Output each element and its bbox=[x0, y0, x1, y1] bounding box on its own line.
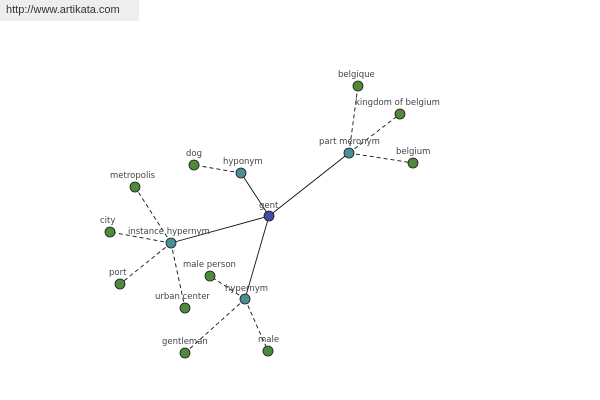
label-part-meronym: part meronym bbox=[319, 137, 380, 147]
edge-hypernym-male bbox=[244, 298, 269, 352]
edge-hyponym-dog bbox=[193, 164, 242, 174]
label-port: port bbox=[109, 268, 127, 278]
label-metropolis: metropolis bbox=[110, 171, 156, 181]
label-urban-center: urban center bbox=[155, 292, 210, 302]
node-metropolis[interactable] bbox=[129, 181, 141, 193]
label-gent: gent bbox=[259, 201, 279, 211]
node-dog[interactable] bbox=[188, 159, 200, 171]
node-city[interactable] bbox=[104, 226, 116, 238]
edge-part-meronym-kingdom-of-belgium bbox=[348, 113, 401, 154]
edge-part-meronym-belgium bbox=[348, 152, 414, 164]
label-kingdom-of-belgium: kingdom of belgium bbox=[355, 98, 440, 108]
source-url[interactable]: http://www.artikata.com bbox=[0, 0, 139, 21]
node-belgique[interactable] bbox=[352, 80, 364, 92]
label-dog: dog bbox=[186, 149, 202, 159]
edge-gent-hyponym bbox=[240, 172, 270, 217]
node-hyponym[interactable] bbox=[235, 167, 247, 179]
node-port[interactable] bbox=[114, 278, 126, 290]
node-gentleman[interactable] bbox=[179, 347, 191, 359]
node-instance-hypernym[interactable] bbox=[165, 237, 177, 249]
node-layer bbox=[104, 80, 419, 359]
node-hypernym[interactable] bbox=[239, 293, 251, 305]
label-city: city bbox=[100, 216, 115, 226]
label-male: male bbox=[258, 335, 279, 345]
node-gent[interactable] bbox=[263, 210, 275, 222]
label-male-person: male person bbox=[183, 260, 236, 270]
label-instance-hypernym: instance hypernym bbox=[128, 227, 210, 237]
edge-layer bbox=[109, 85, 414, 354]
edge-gent-part-meronym bbox=[268, 152, 350, 217]
node-part-meronym[interactable] bbox=[343, 147, 355, 159]
label-hypernym: hypernym bbox=[225, 284, 268, 294]
label-belgique: belgique bbox=[338, 70, 375, 80]
edge-instance-hypernym-port bbox=[119, 242, 172, 285]
edge-instance-hypernym-city bbox=[109, 231, 172, 244]
edge-gent-hypernym bbox=[244, 215, 270, 300]
node-male[interactable] bbox=[262, 345, 274, 357]
node-kingdom-of-belgium[interactable] bbox=[394, 108, 406, 120]
label-belgium: belgium bbox=[396, 147, 430, 157]
label-gentleman: gentleman bbox=[162, 337, 208, 347]
node-belgium[interactable] bbox=[407, 157, 419, 169]
node-male-person[interactable] bbox=[204, 270, 216, 282]
node-urban-center[interactable] bbox=[179, 302, 191, 314]
label-hyponym: hyponym bbox=[223, 157, 263, 167]
edge-part-meronym-belgique bbox=[348, 85, 359, 154]
edge-gent-instance-hypernym bbox=[170, 215, 270, 244]
label-layer: gent hyponym part meronym instance hypernym… bbox=[100, 70, 440, 347]
